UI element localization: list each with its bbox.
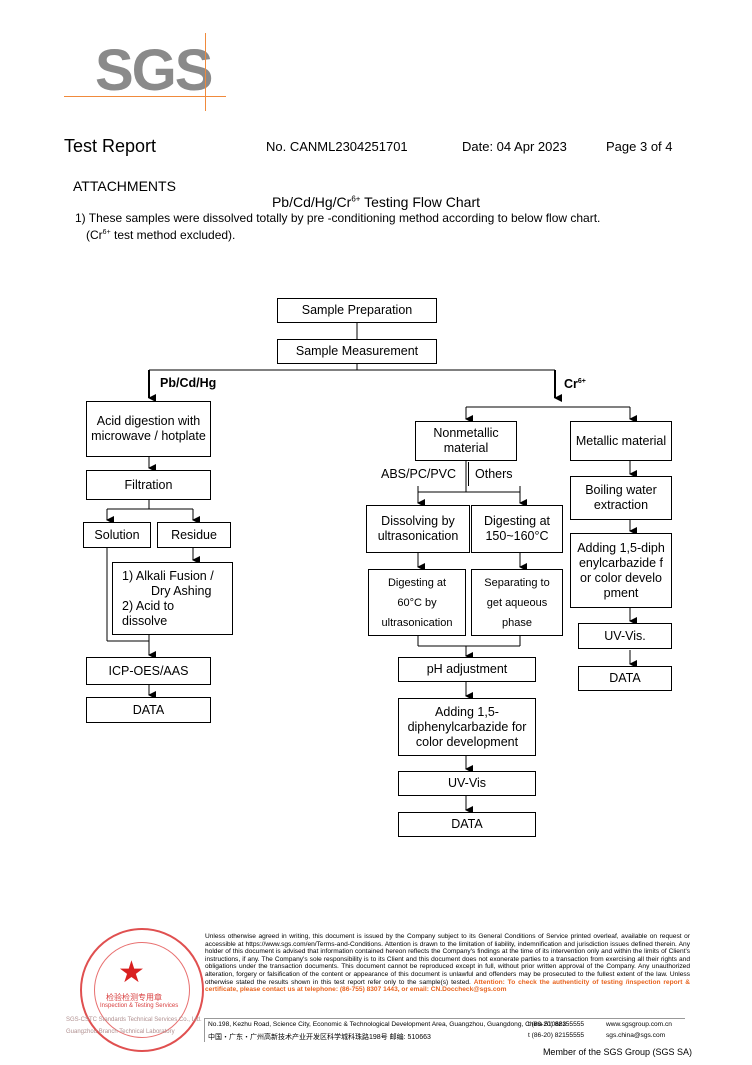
flowchart-note-2: (Cr6+ test method excluded). xyxy=(86,228,236,242)
address-chinese: 中国・广东・广州高新技术产业开发区科学城科珠路198号 邮编: 510663 xyxy=(208,1034,431,1041)
acid-digestion-box: Acid digestion with microwave / hotplate xyxy=(86,401,211,457)
flowchart-note-1: 1) These samples were dissolved totally … xyxy=(75,211,601,225)
filtration-box: Filtration xyxy=(86,470,211,500)
address-english: No.198, Kezhu Road, Science City, Econom… xyxy=(208,1021,567,1028)
separating-line-3: phase xyxy=(502,616,532,629)
data-box-left: DATA xyxy=(86,697,211,723)
attachments-heading: ATTACHMENTS xyxy=(73,178,176,194)
inspection-stamp-inner-ring xyxy=(94,942,190,1038)
star-icon: ★ xyxy=(118,956,145,989)
inspection-stamp xyxy=(80,928,204,1052)
page-number: Page 3 of 4 xyxy=(606,139,673,154)
sgs-member-note: Member of the SGS Group (SGS SA) xyxy=(542,1047,692,1057)
alkali-line-2: Dry Ashing xyxy=(151,584,212,598)
residue-box: Residue xyxy=(157,522,231,548)
sgs-logo: SGS xyxy=(95,38,213,103)
solution-box: Solution xyxy=(83,522,151,548)
digesting-60-line-1: Digesting at xyxy=(387,576,447,589)
footer-divider-vertical xyxy=(204,1018,205,1042)
digesting-60-box: Digesting at 60°C by ultrasonication xyxy=(368,569,466,636)
data-box-mid: DATA xyxy=(398,812,536,837)
sample-preparation-box: Sample Preparation xyxy=(277,298,437,323)
footer-disclaimer: Unless otherwise agreed in writing, this… xyxy=(205,933,690,994)
abs-others-divider xyxy=(468,462,469,486)
adding-diphenylcarbazide-box-mid: Adding 1,5-diphenylcarbazide for color d… xyxy=(398,698,536,756)
telephone-1: t (86-20) 82155555 xyxy=(528,1021,585,1028)
website-link[interactable]: www.sgsgroup.com.cn xyxy=(606,1021,672,1028)
sample-measurement-box: Sample Measurement xyxy=(277,339,437,364)
nonmetallic-material-box: Nonmetallic material xyxy=(415,421,517,461)
icp-oes-aas-box: ICP-OES/AAS xyxy=(86,657,211,685)
alkali-fusion-box: 1) Alkali Fusion / Dry Ashing 2) Acid to… xyxy=(112,562,233,635)
digesting-60-line-3: ultrasonication xyxy=(381,616,453,629)
disclaimer-text: Unless otherwise agreed in writing, this… xyxy=(205,933,690,986)
label-others: Others xyxy=(475,467,513,481)
alkali-line-1: 1) Alkali Fusion / xyxy=(122,569,214,583)
separating-aqueous-box: Separating to get aqueous phase xyxy=(471,569,563,636)
label-abs-pc-pvc: ABS/PC/PVC xyxy=(381,467,457,481)
email-link[interactable]: sgs.china@sgs.com xyxy=(606,1032,666,1039)
report-date: Date: 04 Apr 2023 xyxy=(462,139,567,154)
separating-line-2: get aqueous xyxy=(486,596,548,609)
report-title: Test Report xyxy=(64,136,157,156)
dissolving-ultrasonication-box: Dissolving by ultrasonication xyxy=(366,505,470,553)
boiling-water-extraction-box: Boiling water extraction xyxy=(570,476,672,520)
adding-diphenylcarbazide-box-right: Adding 1,5-diphenylcarbazide for color d… xyxy=(570,533,672,608)
branch-label-cr6: Cr6+ xyxy=(564,377,586,391)
logo-rule-horizontal xyxy=(64,96,226,97)
stamp-company-line-2: Guangzhou Branch Technical Laboratory xyxy=(66,1029,175,1035)
stamp-chinese-text: 检验检测专用章 xyxy=(106,993,162,1002)
alkali-line-4: dissolve xyxy=(122,614,168,628)
stamp-english-text: Inspection & Testing Services xyxy=(100,1003,179,1009)
uv-vis-box-mid: UV-Vis xyxy=(398,771,536,796)
telephone-2: t (86-20) 82155555 xyxy=(528,1032,585,1039)
data-box-right: DATA xyxy=(578,666,672,691)
digesting-60-line-2: 60°C by xyxy=(397,596,437,609)
stamp-company-line-1: SGS-CSTC Standards Technical Services Co… xyxy=(66,1017,202,1023)
logo-rule-vertical xyxy=(205,33,206,111)
branch-label-pbcdhg: Pb/Cd/Hg xyxy=(160,376,217,390)
digesting-150-box: Digesting at 150~160°C xyxy=(471,505,563,553)
alkali-line-3: 2) Acid to xyxy=(122,599,175,613)
footer-divider xyxy=(205,1018,685,1019)
uv-vis-box-right: UV-Vis. xyxy=(578,623,672,649)
attention-text: Attention: To check the authenticity of … xyxy=(205,978,690,994)
separating-line-1: Separating to xyxy=(484,576,550,589)
flowchart-title: Pb/Cd/Hg/Cr6+ Testing Flow Chart xyxy=(271,194,481,210)
metallic-material-box: Metallic material xyxy=(570,421,672,461)
ph-adjustment-box: pH adjustment xyxy=(398,657,536,682)
report-number: No. CANML2304251701 xyxy=(266,139,408,154)
